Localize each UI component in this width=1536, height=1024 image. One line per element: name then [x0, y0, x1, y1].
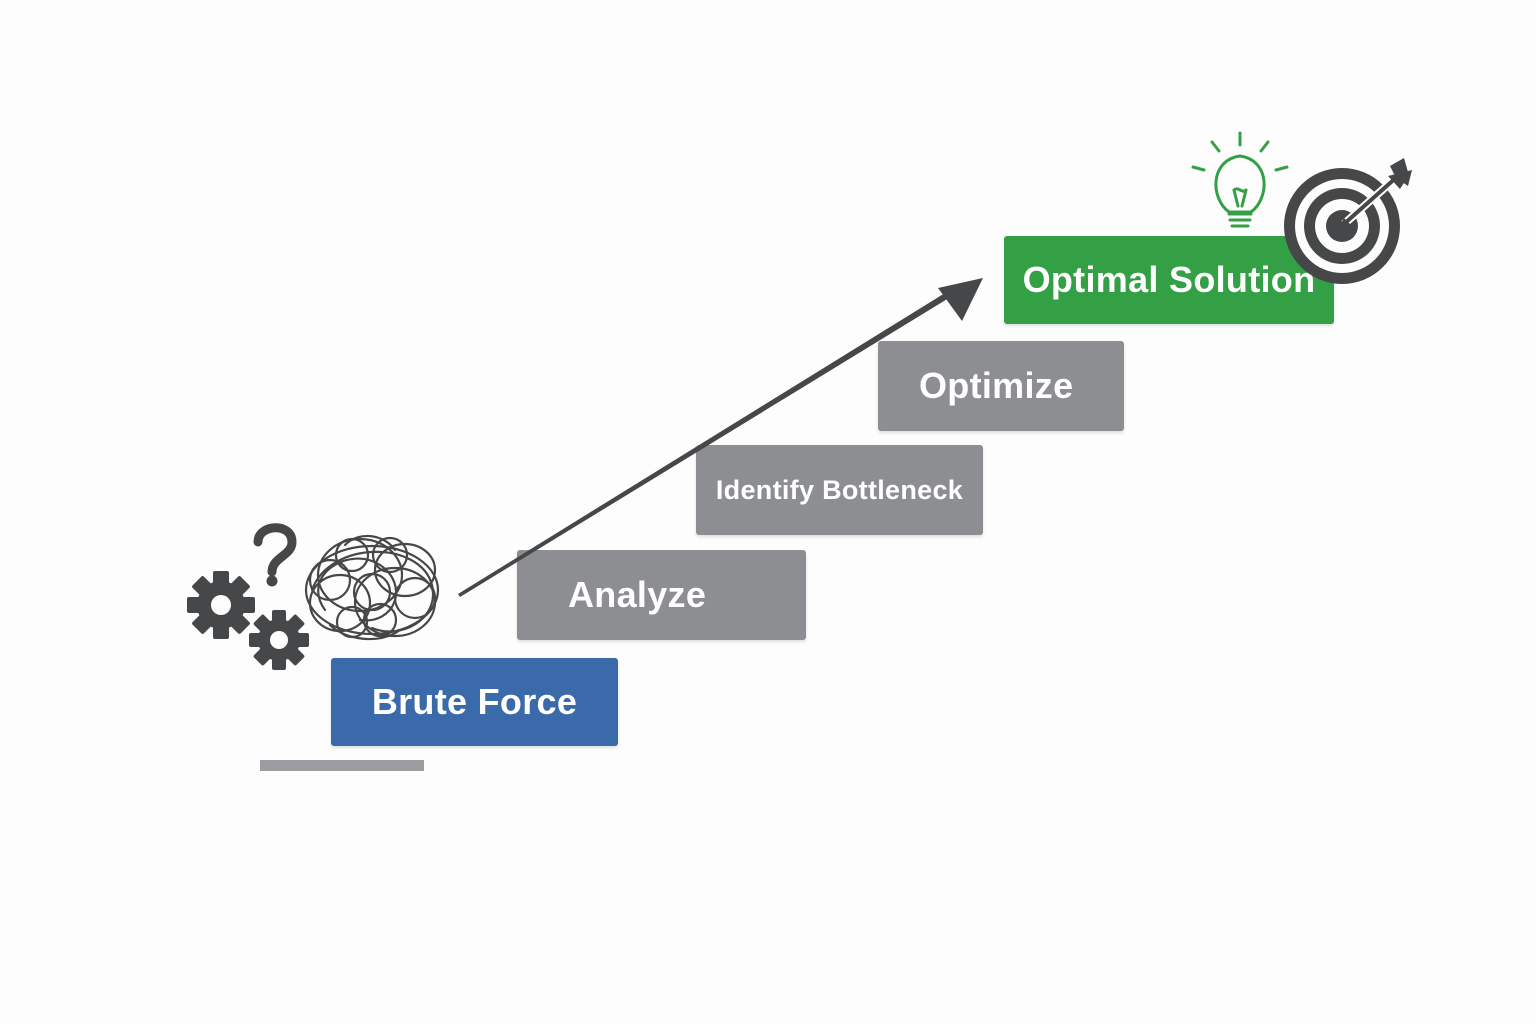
ground-line: [260, 760, 424, 771]
step-optimal-solution: Optimal Solution: [1004, 236, 1334, 324]
gear-icon: [187, 571, 255, 639]
step-brute-force-label: Brute Force: [371, 681, 578, 722]
step-analyze-label: Analyze: [568, 574, 707, 615]
step-optimize-label: Optimize: [919, 365, 1074, 406]
gear-small-icon: [249, 610, 309, 670]
step-brute-force: Brute Force: [331, 658, 618, 746]
question-mark-icon: [253, 523, 297, 587]
step-optimize: Optimize: [878, 341, 1124, 431]
tangled-scribble-icon: [304, 534, 440, 641]
step-identify-bottleneck: Identify Bottleneck: [696, 445, 983, 535]
step-analyze: Analyze: [517, 550, 806, 640]
lightbulb-icon: [1191, 131, 1289, 228]
step-optimal-solution-label: Optimal Solution: [1022, 259, 1316, 300]
step-identify-bottleneck-label: Identify Bottleneck: [715, 474, 964, 505]
target-arrow-icon: [1336, 158, 1412, 232]
progress-arrow-icon: [458, 278, 983, 597]
